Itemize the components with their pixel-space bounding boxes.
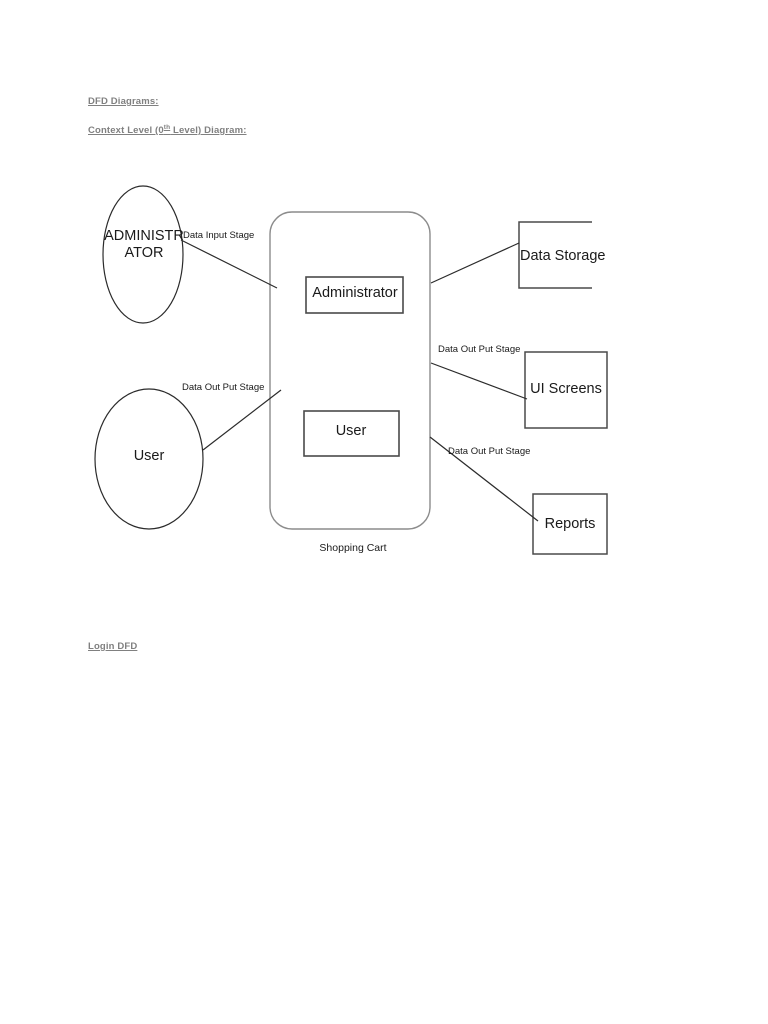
- reports-box: [532, 493, 608, 555]
- data-storage-label: Data Storage: [520, 248, 606, 264]
- flow-line-admin-input: [180, 239, 278, 289]
- shopping-cart-caption: Shopping Cart: [319, 542, 387, 554]
- user-process-label: User: [335, 423, 367, 439]
- flow-line-reports: [429, 436, 539, 522]
- context-title-suffix: Level) Diagram:: [170, 125, 247, 137]
- shopping-cart-system-boundary: [269, 211, 431, 530]
- ui-screens-label: UI Screens: [530, 381, 602, 397]
- flow-line-ui-screens: [430, 362, 528, 400]
- user-process-box: [303, 410, 400, 457]
- flow-label-reports-data-output-stage: Data Out Put Stage: [448, 446, 531, 457]
- context-title-prefix: Context Level (0: [88, 125, 164, 137]
- user-entity-label: User: [133, 448, 165, 464]
- administrator-process-box: [305, 276, 404, 314]
- reports-label: Reports: [544, 516, 596, 532]
- ui-screens-box: [524, 351, 608, 429]
- administrator-process-label: Administrator: [312, 285, 398, 301]
- flow-label-user-data-output-stage: Data Out Put Stage: [182, 382, 265, 393]
- section-title-login-dfd: Login DFD: [88, 641, 138, 652]
- section-title-context-level: Context Level (0th Level) Diagram:: [88, 124, 247, 136]
- user-entity-ellipse: [94, 388, 204, 530]
- flow-line-data-storage: [430, 242, 520, 284]
- data-storage-box: [518, 221, 592, 289]
- page-title-dfd-diagrams: DFD Diagrams:: [88, 96, 159, 107]
- flow-line-user-output: [202, 389, 282, 451]
- context-title-superscript: th: [163, 124, 171, 131]
- administrator-entity-ellipse: [102, 185, 184, 324]
- flow-label-ui-data-output-stage: Data Out Put Stage: [438, 344, 521, 355]
- flow-label-data-input-stage: Data Input Stage: [183, 230, 255, 241]
